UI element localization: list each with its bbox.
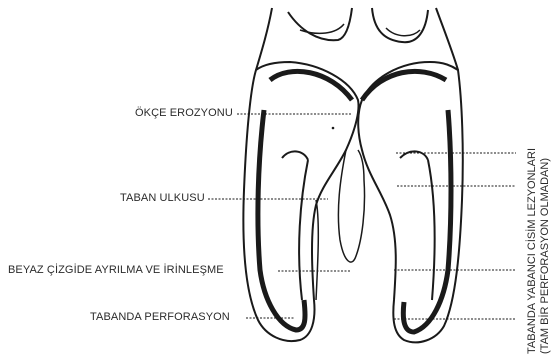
right-label-line2: (TAM BİR PERFORASYON OLMADAN)	[539, 148, 552, 354]
label-heel-erosion: ÖKÇE EROZYONU	[135, 107, 233, 119]
label-white-line: BEYAZ ÇİZGİDE AYRILMA VE İRİNLEŞME	[8, 264, 224, 276]
left-claw	[243, 62, 358, 341]
marker-dot	[332, 127, 335, 130]
label-sole-perforation: TABANDA PERFORASYON	[90, 311, 230, 323]
leg-outline	[256, 8, 458, 70]
right-label-line1: TABANDA YABANCI CİSİM LEZYONLARI	[526, 148, 539, 354]
interdigital-cleft	[338, 150, 364, 262]
label-foreign-body-lesions: TABANDA YABANCI CİSİM LEZYONLARI (TAM Bİ…	[526, 148, 552, 354]
label-sole-ulcer: TABAN ULKUSU	[120, 192, 205, 204]
right-claw	[358, 62, 463, 342]
